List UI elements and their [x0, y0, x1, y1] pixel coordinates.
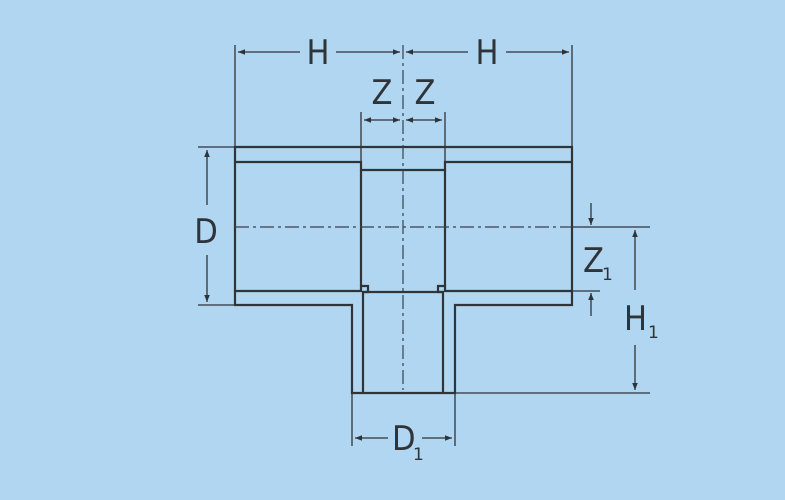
label-z-right: Z — [415, 73, 436, 113]
centerlines — [235, 45, 572, 390]
label-z1-subscript: 1 — [602, 265, 613, 285]
label-h-left: H — [306, 33, 329, 73]
label-d1-subscript: 1 — [413, 445, 424, 465]
label-h1-subscript: 1 — [648, 323, 659, 343]
label-z1: Z — [583, 241, 604, 281]
label-z-left: Z — [372, 73, 393, 113]
label-d1: D — [392, 419, 416, 459]
label-h-right: H — [475, 33, 498, 73]
label-h1: H — [624, 299, 647, 339]
extension-lines — [198, 45, 650, 446]
label-d: D — [194, 212, 218, 252]
dimension-lines — [204, 49, 638, 441]
